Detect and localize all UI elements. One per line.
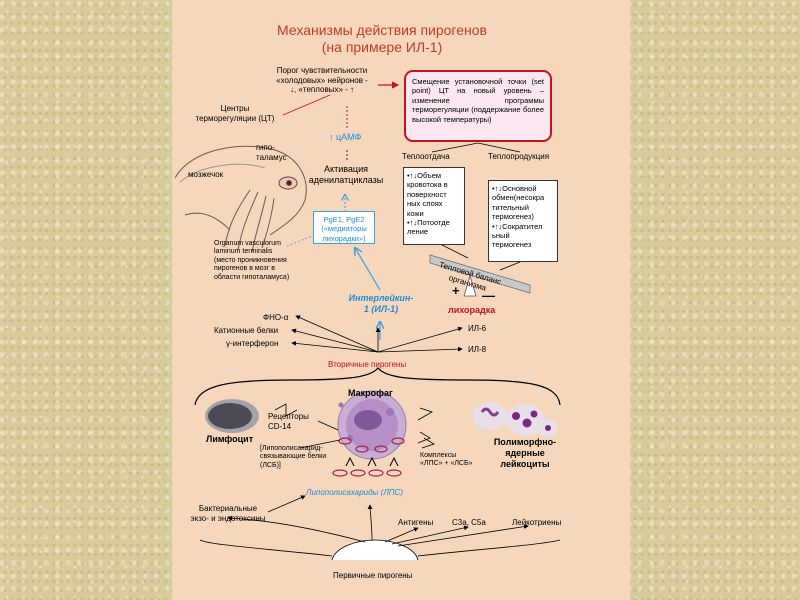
pge-box: PgE1, PgE2 («медиаторы лихорадки») (313, 211, 375, 244)
slide-panel (172, 0, 630, 600)
pmn-label: Полиморфно- ядерные лейкоциты (493, 437, 557, 469)
lps-chain (332, 469, 402, 477)
lbp-label: [Липополисахарид- связывающие белки (ЛСБ… (260, 445, 327, 469)
macrophage-cell (337, 390, 407, 460)
tnf-label: ФНО-α (263, 313, 289, 322)
lps-label: Липополисахариды (ЛПС) (306, 488, 404, 497)
il6-label: ИЛ-6 (468, 324, 487, 333)
macrophage-brace (194, 367, 561, 406)
primary-pyrogens: Первичные пирогены (333, 571, 413, 580)
title-line2: (на примере ИЛ-1) (321, 39, 443, 55)
threshold-text: Порог чувствительности «холодовых» нейро… (276, 66, 368, 95)
primary-pyrogens-dome (331, 539, 419, 561)
heat-production-box: •↑↓Основной обмен(несокра тительный терм… (488, 180, 558, 262)
antigens-label: Антигены (398, 518, 434, 527)
cationic-label: Катионные белки (214, 326, 279, 335)
minus-sign: — (482, 288, 495, 303)
il1-label: Интерлейкин- 1 (ИЛ-1) (348, 293, 414, 314)
camp-label: ↑ цАМФ (329, 132, 362, 142)
fever-label: лихорадка (448, 305, 496, 315)
thermoregulation-centers: Центры терморегуляции (ЦТ) (195, 104, 275, 123)
brain-sketch (174, 145, 307, 253)
adenylate-activation: Активация аденилатциклазы (308, 164, 384, 185)
lymphocyte-cell (205, 399, 259, 433)
secondary-pyrogens: Вторичные пирогены (328, 360, 407, 369)
cerebellum-label: мозжечок (188, 170, 224, 179)
organum-text: Organum vasculorum laminum terminalis (м… (214, 240, 290, 281)
complexes-label: Комплексы «ЛПС» + «ЛСБ» (420, 452, 473, 468)
plus-sign: + (452, 283, 460, 298)
interferon-label: γ-интерферон (226, 339, 279, 348)
pmn-cells (473, 402, 558, 437)
bacterial-label: Бактериальные экзо- и эндотоксины (190, 504, 266, 523)
heat-loss-box: •↑↓Объем кровотока в поверхност ных слоя… (403, 167, 465, 245)
setpoint-box: Смещение установочной точки (set point) … (404, 70, 552, 142)
macrophage-label: Макрофаг (348, 388, 393, 398)
il8-label: ИЛ-8 (468, 345, 487, 354)
balance-scale (429, 254, 531, 297)
title-line1: Механизмы действия пирогенов (277, 22, 487, 38)
hypothalamus-label: гипо- таламус (256, 143, 287, 162)
c3a-label: С3а, С5а (452, 518, 486, 527)
receptors-label: Рецепторы CD-14 (268, 412, 309, 431)
leukotrienes-label: Лейкотриены (512, 518, 562, 527)
lymphocyte-label: Лимфоцит (206, 434, 254, 444)
heat-production-label: Теплопродукция (488, 152, 550, 161)
heat-loss-label: Теплоотдача (402, 152, 450, 161)
